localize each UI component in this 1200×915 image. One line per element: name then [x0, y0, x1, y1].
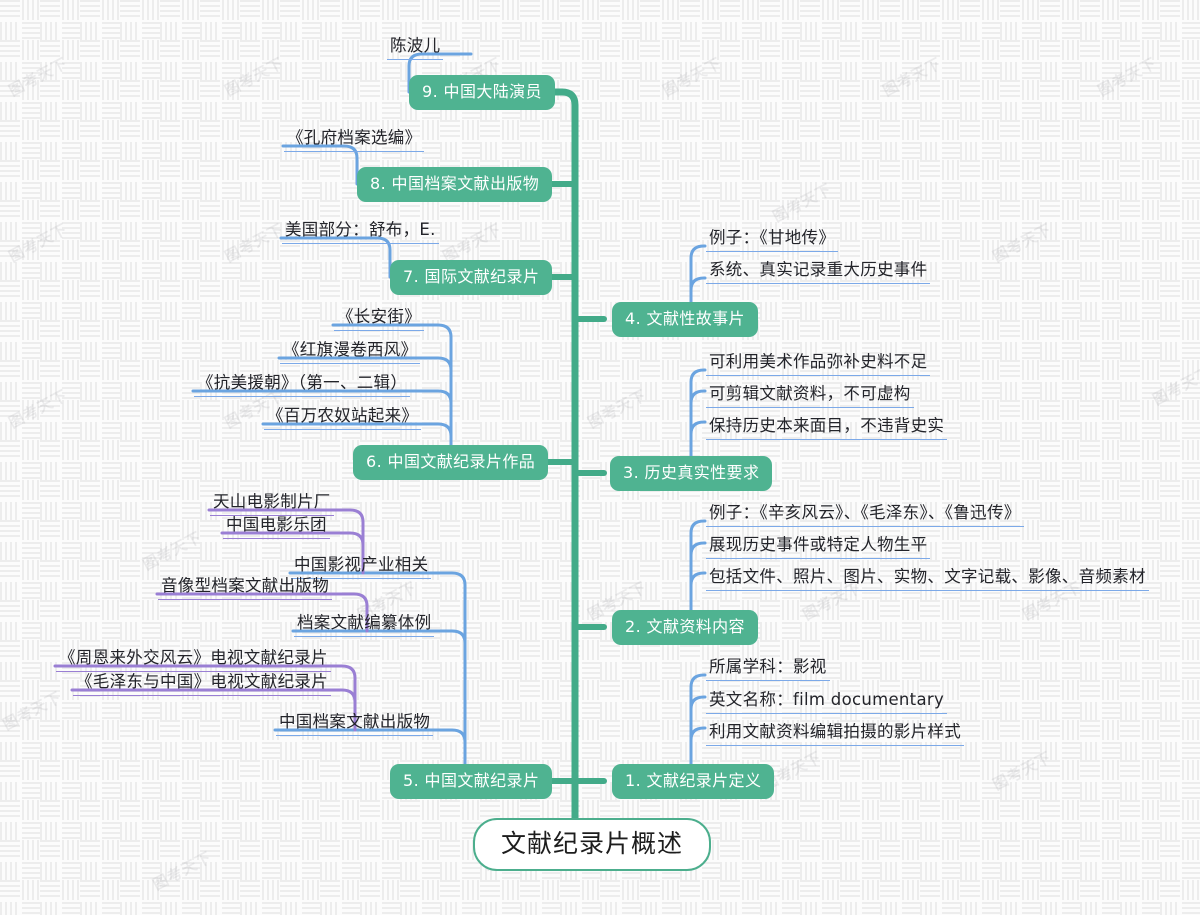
watermark: 图考天下: [659, 53, 725, 100]
leaf-node-art-supplement[interactable]: 可利用美术作品弥补史料不足: [706, 353, 931, 376]
branch-node-5[interactable]: 5. 中国文献纪录片: [390, 764, 553, 799]
watermark: 图考天下: [1094, 53, 1160, 100]
watermark: 图考天下: [584, 385, 650, 432]
leaf-node-archive-compilation-style[interactable]: 档案文献编纂体例: [294, 614, 435, 637]
watermark: 图考天下: [149, 847, 215, 894]
leaf-node-zhouenlai-doc[interactable]: 《周恩来外交风云》电视文献纪录片: [56, 649, 331, 672]
root-node[interactable]: 文献纪录片概述: [473, 818, 712, 871]
leaf-node-no-fabrication[interactable]: 可剪辑文献资料，不可虚构: [706, 385, 914, 408]
leaf-node-hongqimanjuanxifeng[interactable]: 《红旗漫卷西风》: [280, 341, 421, 364]
watermark: 图考天下: [221, 53, 287, 100]
leaf-node-material-types[interactable]: 包括文件、照片、图片、实物、文字记载、影像、音频素材: [706, 568, 1149, 591]
branch-node-4[interactable]: 4. 文献性故事片: [612, 302, 758, 337]
leaf-node-kongfu-archive[interactable]: 《孔府档案选编》: [284, 129, 425, 152]
watermark: 图考天下: [989, 219, 1055, 266]
watermark: 图考天下: [879, 53, 945, 100]
leaf-node-usa-part[interactable]: 美国部分：舒布，E.: [282, 221, 439, 244]
watermark: 图考天下: [5, 53, 71, 100]
leaf-node-discipline[interactable]: 所属学科：影视: [706, 658, 830, 681]
leaf-node-kangmeiyuanchao[interactable]: 《抗美援朝》（第一、二辑）: [194, 374, 411, 397]
watermark: 图考天下: [139, 527, 205, 574]
leaf-node-changanjie[interactable]: 《长安街》: [334, 308, 424, 331]
branch-node-9[interactable]: 9. 中国大陆演员: [409, 75, 555, 110]
watermark: 图考天下: [0, 687, 65, 734]
branch-node-6[interactable]: 6. 中国文献纪录片作品: [353, 445, 549, 480]
leaf-node-chenboer[interactable]: 陈波儿: [387, 37, 444, 60]
leaf-node-english-name[interactable]: 英文名称：film documentary: [706, 691, 948, 714]
leaf-node-china-archive-pub[interactable]: 中国档案文献出版物: [276, 713, 434, 736]
watermark: 图考天下: [1149, 362, 1200, 409]
branch-node-1[interactable]: 1. 文献纪录片定义: [612, 764, 775, 799]
leaf-node-examples-films[interactable]: 例子：《辛亥风云》、《毛泽东》、《鲁迅传》: [706, 504, 1024, 527]
leaf-node-baiwannongnu[interactable]: 《百万农奴站起来》: [264, 407, 422, 430]
leaf-node-show-history-events[interactable]: 展现历史事件或特定人物生平: [706, 536, 931, 559]
watermark: 图考天下: [5, 385, 71, 432]
leaf-node-definition-text[interactable]: 利用文献资料编辑拍摄的影片样式: [706, 723, 964, 746]
branch-node-3[interactable]: 3. 历史真实性要求: [610, 456, 773, 491]
leaf-node-film-tv-industry[interactable]: 中国影视产业相关: [291, 556, 432, 579]
watermark: 图考天下: [769, 179, 835, 226]
leaf-node-audiovisual-archive-pub[interactable]: 音像型档案文献出版物: [158, 577, 332, 600]
watermark: 图考天下: [221, 219, 287, 266]
branch-node-2[interactable]: 2. 文献资料内容: [612, 610, 758, 645]
leaf-node-tianshan-studio[interactable]: 天山电影制片厂: [210, 493, 334, 516]
branch-node-8[interactable]: 8. 中国档案文献出版物: [357, 167, 553, 202]
leaf-node-china-film-orchestra[interactable]: 中国电影乐团: [223, 516, 330, 539]
watermark: 图考天下: [989, 747, 1055, 794]
leaf-node-gandhi-example[interactable]: 例子：《甘地传》: [706, 229, 839, 252]
branch-node-7[interactable]: 7. 国际文献纪录片: [390, 260, 553, 295]
leaf-node-keep-history-true[interactable]: 保持历史本来面目，不违背史实: [706, 417, 948, 440]
watermark: 图考天下: [5, 219, 71, 266]
leaf-node-maozedong-china-doc[interactable]: 《毛泽东与中国》电视文献纪录片: [73, 673, 331, 696]
leaf-node-systematic-record[interactable]: 系统、真实记录重大历史事件: [706, 261, 931, 284]
